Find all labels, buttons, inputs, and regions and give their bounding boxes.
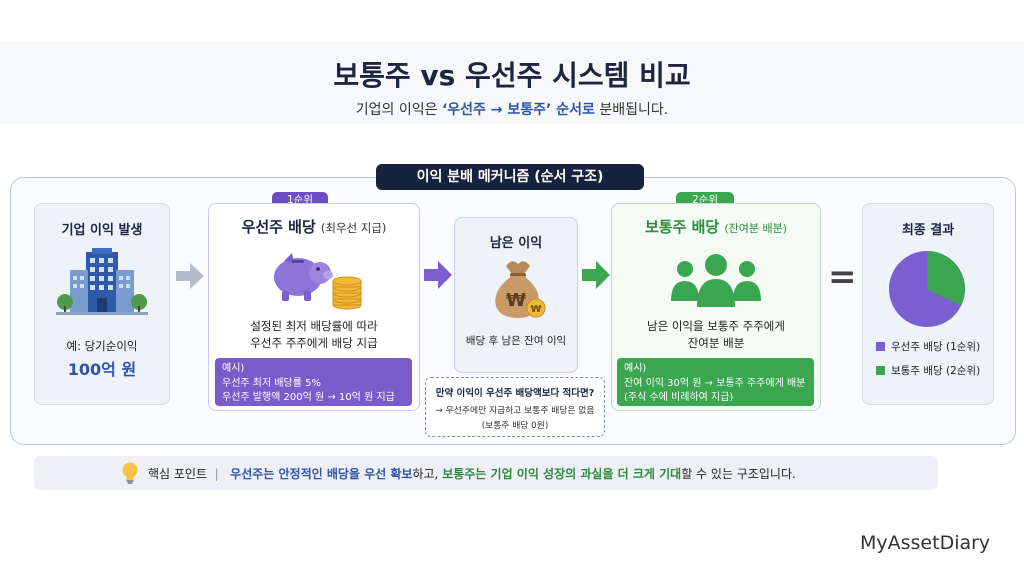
coins-icon — [331, 274, 363, 314]
preferred-example-line1: 우선주 최저 배당률 5% — [222, 377, 322, 389]
preferred-example-title: 예시) — [222, 363, 245, 374]
common-desc-line1: 남은 이익을 보통주 주주에게 — [647, 319, 785, 333]
equals-sign: = — [828, 257, 857, 297]
note-answer-line1: → 우선주에만 지급하고 보통주 배당은 없음 — [435, 406, 595, 416]
legend-swatch-common — [876, 366, 885, 375]
legend-label-common: 보통주 배당 (2순위) — [891, 365, 981, 377]
brand-watermark: MyAssetDiary — [860, 532, 991, 554]
common-card-header: 보통주 배당 (잔여분 배분) — [611, 216, 821, 237]
common-desc-line2: 잔여분 배분 — [687, 336, 745, 350]
exception-note-box — [425, 377, 605, 437]
mechanism-label: 이익 분배 메커니즘 (순서 구조) — [376, 164, 644, 190]
legend-item-common: 보통주 배당 (2순위) — [876, 363, 994, 378]
legend-label-preferred: 우선주 배당 (1순위) — [891, 341, 981, 353]
legend-swatch-preferred — [876, 342, 885, 351]
common-example-title: 예시) — [624, 363, 647, 374]
key-point-part3: 보통주는 기업 이익 성장의 과실을 더 크게 기대 — [442, 467, 682, 481]
common-example-box: 예시) 잔여 이익 30억 원 → 보통주 주주에게 배분 (주식 수에 비례하… — [617, 358, 814, 406]
subtitle-highlight: ‘우선주 → 보통주’ 순서로 — [441, 102, 595, 118]
company-profit-amount: 100억 원 — [67, 360, 137, 379]
key-point-label: 핵심 포인트 — [148, 467, 208, 481]
arrow-right-icon — [424, 261, 452, 293]
common-card-title-note: (잔여분 배분) — [724, 222, 787, 235]
subtitle-suffix: 분배됩니다. — [594, 102, 669, 118]
result-card-title: 최종 결과 — [901, 223, 955, 238]
legend-item-preferred: 우선주 배당 (1순위) — [876, 339, 994, 354]
key-point-part4: 할 수 있는 구조입니다. — [681, 467, 796, 481]
arrow-right-icon — [582, 261, 610, 293]
lightbulb-icon — [120, 461, 140, 489]
preferred-example-line2: 우선주 발행액 200억 원 → 10억 원 지급 — [222, 392, 395, 403]
key-point-part1: 우선주는 안정적인 배당을 우선 확보 — [230, 467, 413, 481]
page-subtitle: 기업의 이익은 ‘우선주 → 보통주’ 순서로 분배됩니다. — [0, 99, 1024, 119]
coin-symbol: ₩ — [530, 304, 541, 315]
key-point-text: 핵심 포인트 | 우선주는 안정적인 배당을 우선 확보하고, 보통주는 기업 … — [148, 465, 796, 482]
preferred-desc-line1: 설정된 최저 배당률에 따라 — [250, 319, 378, 333]
key-point-separator: | — [214, 467, 219, 481]
preferred-card-header: 우선주 배당 (최우선 지급) — [208, 216, 420, 237]
common-example-line2: (주식 수에 비례하여 지급) — [624, 392, 734, 403]
preferred-card-title-note: (최우선 지급) — [320, 221, 387, 235]
preferred-desc-line2: 우선주 주주에게 배당 지급 — [250, 336, 378, 350]
key-point-part2: 하고, — [412, 467, 443, 481]
header-band — [0, 42, 1024, 124]
preferred-example-box: 예시) 우선주 최저 배당률 5% 우선주 발행액 200억 원 → 10억 원… — [215, 358, 412, 406]
common-example-line1: 잔여 이익 30억 원 → 보통주 주주에게 배분 — [624, 377, 806, 389]
subtitle-prefix: 기업의 이익은 — [355, 102, 442, 118]
company-card-title: 기업 이익 발생 — [61, 223, 143, 238]
pie-chart-icon — [887, 249, 967, 333]
page-title: 보통주 vs 우선주 시스템 비교 — [333, 59, 691, 92]
preferred-card-title: 우선주 배당 — [241, 218, 316, 236]
remaining-card-title: 남은 이익 — [489, 236, 543, 251]
common-card-title: 보통주 배당 — [644, 218, 720, 236]
note-question: 만약 이익이 우선주 배당액보다 적다면? — [435, 388, 595, 399]
company-example-label: 예: 당기순이익 — [66, 339, 138, 353]
key-point-bar — [34, 456, 938, 490]
arrow-right-icon — [176, 263, 204, 293]
piggy-bank-icon — [268, 245, 340, 313]
note-answer-line2: (보통주 배당 0원) — [481, 421, 549, 431]
remaining-desc: 배당 후 남은 잔여 이익 — [465, 335, 567, 347]
money-bag-icon: ₩ ₩ — [486, 254, 548, 324]
building-icon — [56, 246, 148, 322]
result-legend: 우선주 배당 (1순위) 보통주 배당 (2순위) — [876, 339, 994, 378]
people-group-icon — [668, 251, 764, 315]
svg-text:₩: ₩ — [506, 290, 526, 311]
